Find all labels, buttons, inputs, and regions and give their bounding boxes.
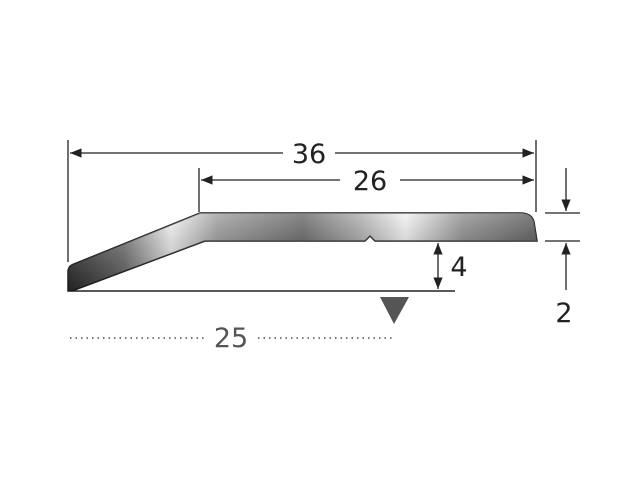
dim-4-label: 4: [450, 252, 467, 283]
floor-marker-triangle: [380, 297, 409, 324]
dim-2-label: 2: [555, 298, 572, 329]
profile-shading: [68, 213, 537, 291]
dim-26-label: 26: [353, 166, 387, 197]
dim-25-label: 25: [214, 323, 248, 354]
dim-36-label: 36: [292, 139, 326, 170]
